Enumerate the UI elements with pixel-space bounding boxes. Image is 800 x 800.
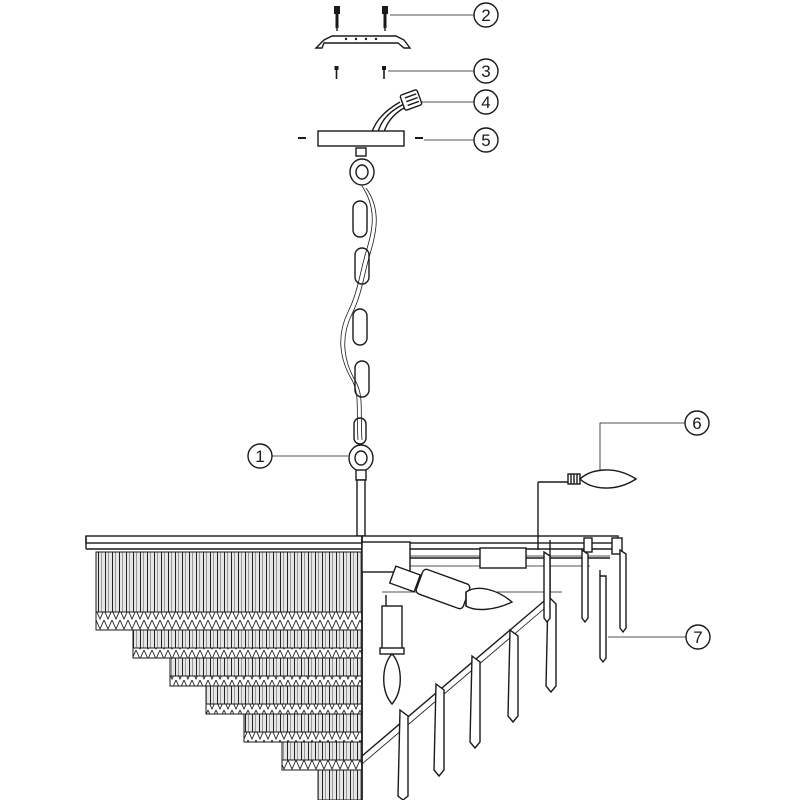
callout-2: 2 bbox=[390, 2, 499, 28]
callout-7-circle bbox=[685, 624, 711, 650]
bulb-holder-lower bbox=[379, 605, 405, 706]
mounting-bracket bbox=[314, 35, 412, 49]
callout-6: 6 bbox=[599, 410, 710, 470]
pendant bbox=[581, 548, 589, 624]
suspension-chain bbox=[340, 147, 377, 445]
callout-3-label: 3 bbox=[481, 62, 490, 81]
tier-2 bbox=[132, 629, 363, 659]
callout-1-label: 1 bbox=[255, 447, 264, 466]
callout-5-circle bbox=[473, 127, 499, 153]
wire-connector bbox=[371, 89, 423, 133]
tier-3 bbox=[169, 657, 363, 687]
callout-6-circle bbox=[684, 410, 710, 436]
mounting-screw-right bbox=[382, 6, 388, 31]
callout-4: 4 bbox=[422, 89, 499, 115]
tier-4 bbox=[205, 685, 363, 715]
bracket-screw-right bbox=[382, 66, 386, 79]
pendant-loose bbox=[599, 570, 607, 664]
pendant bbox=[619, 548, 627, 634]
tier-6 bbox=[281, 741, 363, 771]
callout-2-circle bbox=[473, 2, 499, 28]
mounting-screw-left bbox=[334, 6, 340, 31]
pendant bbox=[469, 654, 481, 750]
tier-1 bbox=[95, 551, 363, 631]
callout-5: 5 bbox=[424, 127, 499, 153]
tier-5 bbox=[243, 713, 363, 743]
callout-3: 3 bbox=[388, 58, 499, 84]
callout-4-label: 4 bbox=[481, 93, 490, 112]
tier-7 bbox=[317, 769, 363, 800]
callout-7-label: 7 bbox=[693, 628, 702, 647]
bracket-screw-left bbox=[334, 66, 339, 79]
pendant bbox=[507, 628, 519, 724]
crystal-tiers bbox=[85, 535, 619, 800]
callout-1: 1 bbox=[247, 443, 348, 469]
callout-2-label: 2 bbox=[481, 6, 490, 25]
candle-bulb bbox=[537, 469, 638, 550]
callout-7: 7 bbox=[608, 624, 711, 650]
bracket-screws bbox=[334, 66, 386, 79]
callout-5-label: 5 bbox=[481, 131, 490, 150]
callout-4-circle bbox=[473, 89, 499, 115]
bulb-holder-upper bbox=[388, 565, 514, 611]
mounting-screws bbox=[334, 6, 388, 31]
canopy bbox=[298, 130, 423, 147]
callout-6-label: 6 bbox=[692, 414, 701, 433]
prism-pendants bbox=[397, 548, 627, 800]
hook-ring bbox=[348, 444, 374, 537]
pendant bbox=[397, 708, 409, 800]
pendant bbox=[433, 682, 445, 778]
callout-1-circle bbox=[247, 443, 273, 469]
pendant bbox=[543, 550, 551, 624]
callout-3-circle bbox=[473, 58, 499, 84]
